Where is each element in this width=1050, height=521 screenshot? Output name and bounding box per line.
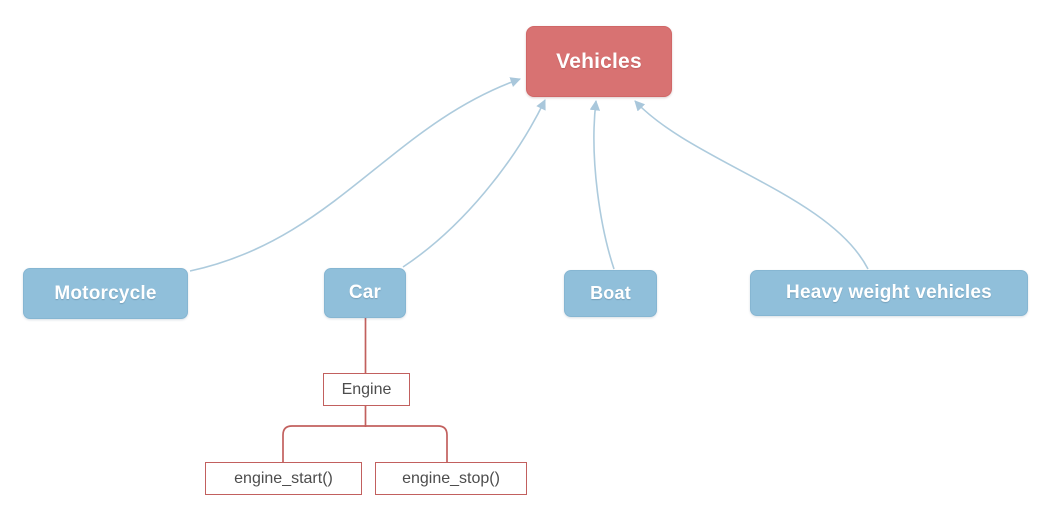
node-vehicles-label: Vehicles <box>556 49 642 73</box>
node-engine-label: Engine <box>341 380 392 398</box>
node-boat: Boat <box>564 270 657 317</box>
node-heavy-weight-vehicles-label: Heavy weight vehicles <box>786 282 992 303</box>
edge-boat-to-vehicles <box>589 99 615 270</box>
edge-motorcycle-to-vehicles <box>189 77 521 272</box>
node-engine-stop: engine_stop() <box>375 462 527 495</box>
node-motorcycle: Motorcycle <box>23 268 188 319</box>
node-car-label: Car <box>348 282 382 303</box>
node-heavy-weight-vehicles: Heavy weight vehicles <box>750 270 1028 316</box>
node-boat-label: Boat <box>590 283 631 303</box>
node-engine: Engine <box>323 373 410 406</box>
node-engine-start: engine_start() <box>205 462 362 495</box>
node-car: Car <box>324 268 406 318</box>
node-vehicles: Vehicles <box>526 26 672 97</box>
node-motorcycle-label: Motorcycle <box>54 282 157 304</box>
edge-car-to-vehicles <box>402 99 546 268</box>
node-engine-start-label: engine_start() <box>234 469 333 487</box>
node-engine-stop-label: engine_stop() <box>402 469 500 487</box>
edge-heavy-to-vehicles <box>634 100 869 270</box>
edge-engine-methods-bracket <box>282 425 448 462</box>
